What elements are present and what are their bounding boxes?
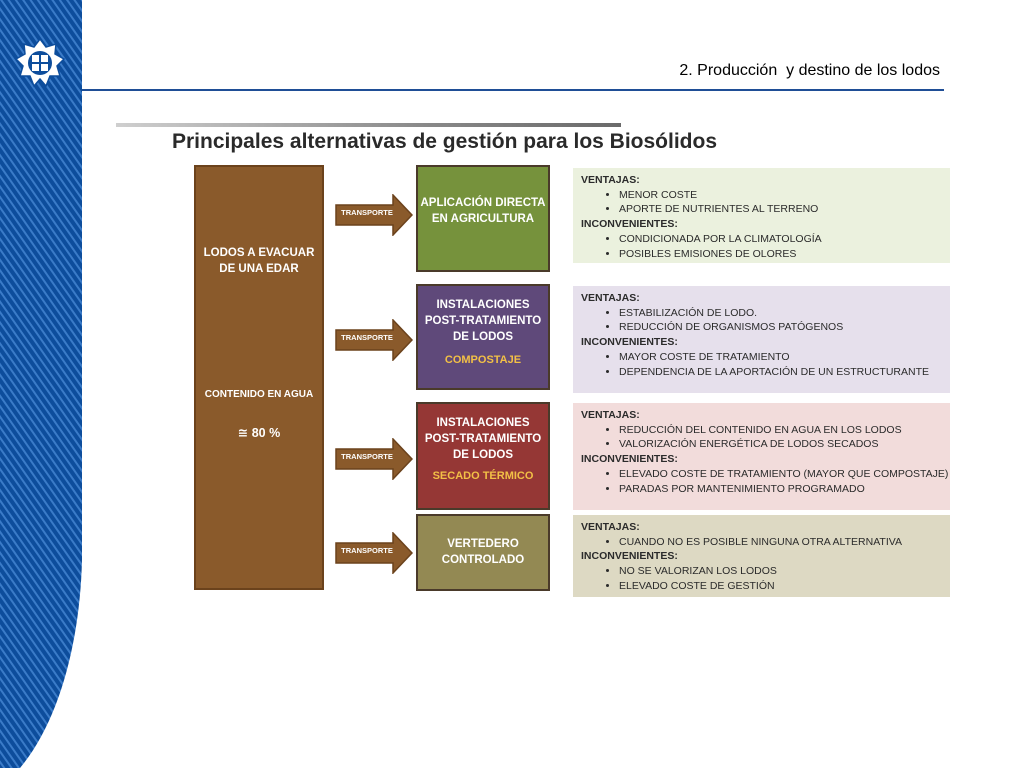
header-divider	[82, 89, 944, 91]
advantages-heading: VENTAJAS:	[581, 521, 640, 533]
list-item: CONDICIONADA POR LA CLIMATOLOGÍA	[619, 232, 950, 247]
alternative-title: INSTALACIONES POST-TRATAMIENTO DE LODOS	[424, 299, 542, 343]
list-item: NO SE VALORIZAN LOS LODOS	[619, 564, 950, 579]
disadvantages-list: CONDICIONADA POR LA CLIMATOLOGÍA POSIBLE…	[581, 232, 950, 261]
slide-title: 2. Producción y destino de los lodos	[679, 62, 940, 79]
source-title: LODOS A EVACUAR DE UNA EDAR	[203, 247, 315, 275]
list-item: POSIBLES EMISIONES DE OLORES	[619, 247, 950, 262]
alternative-details: VENTAJAS: CUANDO NO ES POSIBLE NINGUNA O…	[573, 515, 950, 597]
alternative-box: VERTEDERO CONTROLADO	[416, 514, 550, 591]
list-item: REDUCCIÓN DE ORGANISMOS PATÓGENOS	[619, 320, 950, 335]
arrow-right-icon	[335, 532, 413, 574]
alternative-subtitle: SECADO TÉRMICO	[432, 470, 534, 482]
side-band-decoration	[0, 0, 82, 768]
transport-arrow: TRANSPORTE	[335, 532, 413, 574]
transport-label: TRANSPORTE	[341, 546, 393, 555]
transport-arrow: TRANSPORTE	[335, 194, 413, 236]
water-content-value: ≅ 80 %	[237, 426, 281, 440]
alternative-box: INSTALACIONES POST-TRATAMIENTO DE LODOS …	[416, 284, 550, 390]
disadvantages-heading: INCONVENIENTES:	[581, 550, 678, 563]
list-item: ELEVADO COSTE DE TRATAMIENTO (MAYOR QUE …	[619, 467, 950, 482]
list-item: ESTABILIZACIÓN DE LODO.	[619, 306, 950, 321]
alternative-details: VENTAJAS: REDUCCIÓN DEL CONTENIDO EN AGU…	[573, 403, 950, 510]
transport-label: TRANSPORTE	[341, 208, 393, 217]
list-item: CUANDO NO ES POSIBLE NINGUNA OTRA ALTERN…	[619, 535, 950, 550]
advantages-list: CUANDO NO ES POSIBLE NINGUNA OTRA ALTERN…	[581, 535, 950, 550]
alternative-title: INSTALACIONES POST-TRATAMIENTO DE LODOS	[424, 417, 542, 461]
alternative-title: APLICACIÓN DIRECTA EN AGRICULTURA	[420, 197, 546, 225]
alternative-subtitle: COMPOSTAJE	[444, 354, 522, 366]
list-item: MENOR COSTE	[619, 188, 950, 203]
disadvantages-list: MAYOR COSTE DE TRATAMIENTO DEPENDENCIA D…	[581, 350, 950, 379]
university-logo-icon	[15, 38, 65, 88]
list-item: PARADAS POR MANTENIMIENTO PROGRAMADO	[619, 482, 950, 497]
advantages-heading: VENTAJAS:	[581, 409, 640, 421]
arrow-right-icon	[335, 194, 413, 236]
advantages-list: REDUCCIÓN DEL CONTENIDO EN AGUA EN LOS L…	[581, 423, 950, 452]
biosolids-diagram: Principales alternativas de gestión para…	[116, 120, 956, 600]
disadvantages-heading: INCONVENIENTES:	[581, 336, 678, 349]
advantages-list: ESTABILIZACIÓN DE LODO. REDUCCIÓN DE ORG…	[581, 306, 950, 335]
advantages-list: MENOR COSTE APORTE DE NUTRIENTES AL TERR…	[581, 188, 950, 217]
transport-arrow: TRANSPORTE	[335, 319, 413, 361]
transport-arrow: TRANSPORTE	[335, 438, 413, 480]
water-content-label: CONTENIDO EN AGUA	[204, 389, 314, 400]
disadvantages-heading: INCONVENIENTES:	[581, 218, 678, 231]
list-item: APORTE DE NUTRIENTES AL TERRENO	[619, 202, 950, 217]
list-item: ELEVADO COSTE DE GESTIÓN	[619, 579, 950, 594]
transport-label: TRANSPORTE	[341, 452, 393, 461]
list-item: DEPENDENCIA DE LA APORTACIÓN DE UN ESTRU…	[619, 365, 950, 380]
transport-label: TRANSPORTE	[341, 333, 393, 342]
alternative-details: VENTAJAS: MENOR COSTE APORTE DE NUTRIENT…	[573, 168, 950, 263]
list-item: VALORIZACIÓN ENERGÉTICA DE LODOS SECADOS	[619, 437, 950, 452]
advantages-heading: VENTAJAS:	[581, 292, 640, 304]
alternative-box: INSTALACIONES POST-TRATAMIENTO DE LODOS …	[416, 402, 550, 510]
arrow-right-icon	[335, 319, 413, 361]
alternative-details: VENTAJAS: ESTABILIZACIÓN DE LODO. REDUCC…	[573, 286, 950, 393]
list-item: MAYOR COSTE DE TRATAMIENTO	[619, 350, 950, 365]
figure-title-rule	[116, 123, 621, 127]
figure-title: Principales alternativas de gestión para…	[172, 130, 718, 153]
disadvantages-list: NO SE VALORIZAN LOS LODOS ELEVADO COSTE …	[581, 564, 950, 593]
list-item: REDUCCIÓN DEL CONTENIDO EN AGUA EN LOS L…	[619, 423, 950, 438]
advantages-heading: VENTAJAS:	[581, 174, 640, 186]
disadvantages-heading: INCONVENIENTES:	[581, 453, 678, 466]
alternative-box: APLICACIÓN DIRECTA EN AGRICULTURA	[416, 165, 550, 272]
arrow-right-icon	[335, 438, 413, 480]
disadvantages-list: ELEVADO COSTE DE TRATAMIENTO (MAYOR QUE …	[581, 467, 950, 496]
source-sludge-box: LODOS A EVACUAR DE UNA EDAR CONTENIDO EN…	[194, 165, 324, 590]
alternative-title: VERTEDERO CONTROLADO	[441, 538, 525, 566]
